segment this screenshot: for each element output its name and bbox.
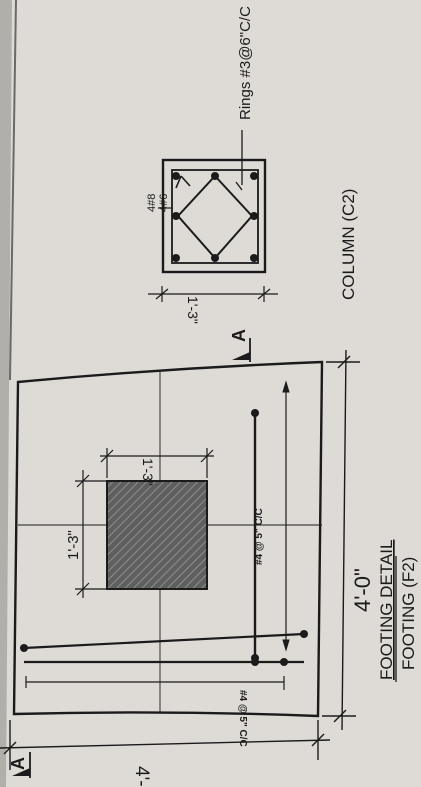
- footing-width-label: 4'-0": [131, 766, 152, 787]
- column-dimension-label: 1'-3": [185, 296, 201, 324]
- page-fold-line: [9, 0, 17, 381]
- footing-length-label: 4'-0": [350, 568, 375, 612]
- rebar-long: [253, 380, 290, 658]
- column-bar: [211, 254, 219, 262]
- pedestal-dim-left-label: 1'-3": [65, 530, 82, 560]
- footing-dim-bottom: [322, 349, 360, 731]
- rings-leader: [235, 130, 243, 191]
- pedestal-dim-top-label: 1'-3": [140, 458, 156, 486]
- footing-detail-title: FOOTING DETAIL: [377, 540, 396, 680]
- page-shadow: [0, 0, 12, 787]
- pedestal-dim-top: [100, 448, 214, 478]
- stirrup-hook: [175, 175, 191, 189]
- rebar-short: [23, 632, 305, 690]
- rebar-short-label: #4 @ 5" C/C: [237, 690, 248, 747]
- section-a-bottom-label: A: [8, 757, 28, 770]
- footing-dim-left: [0, 720, 331, 770]
- column-bar: [172, 212, 180, 220]
- column-bars-top-label: 4#8: [146, 194, 158, 212]
- column-outline: [161, 158, 267, 274]
- column-bar: [172, 254, 180, 262]
- column-bar: [172, 172, 180, 180]
- column-dimension: [148, 286, 278, 302]
- footing-name-title: FOOTING (F2): [399, 557, 418, 670]
- pedestal-dim-left: [75, 470, 110, 598]
- column-bar: [250, 254, 258, 262]
- pedestal-hatched: [106, 480, 208, 590]
- column-bars: [172, 172, 258, 262]
- rebar-long-label: #4 @ 5" C/C: [254, 508, 265, 565]
- column-bar: [211, 172, 219, 180]
- section-marker-top: A: [229, 329, 251, 362]
- section-marker-bottom: A: [8, 752, 31, 778]
- column-bars-bottom-label: 4#6: [158, 194, 170, 212]
- footing-outline: [12, 360, 324, 718]
- rebar-short-end: [251, 658, 259, 666]
- rebar-long-end: [251, 409, 259, 417]
- rings-label: Rings #3@6"C/C: [237, 6, 254, 120]
- rebar-short-end: [20, 644, 28, 652]
- rebar-short-end: [300, 630, 308, 638]
- rebar-short-end: [280, 658, 288, 666]
- column-title: COLUMN (C2): [339, 189, 358, 300]
- column-bar: [250, 212, 258, 220]
- section-a-top-label: A: [229, 329, 249, 342]
- column-bar: [250, 172, 258, 180]
- column-stirrup: [171, 169, 259, 264]
